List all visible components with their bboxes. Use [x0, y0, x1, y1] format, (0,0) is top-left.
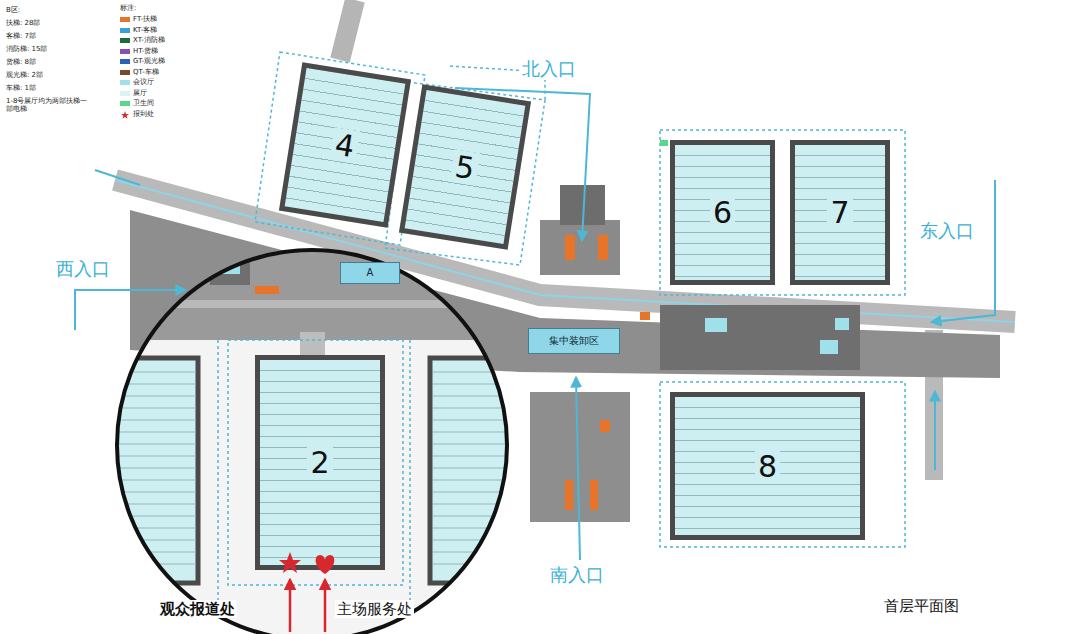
hall-number: 7 [827, 196, 852, 229]
zone-label: A [367, 267, 374, 279]
legend-note: 标注: [120, 4, 136, 12]
legend-text: 报到处 [133, 111, 154, 119]
hall-number: 4 [330, 127, 360, 164]
exhibition-hall: 4 [279, 62, 411, 227]
legend-text: QT-车梯 [133, 69, 159, 77]
legend-swatch [120, 91, 130, 96]
legend-swatch [120, 38, 130, 43]
exhibition-hall: 5 [399, 84, 531, 249]
hall-number: 8 [755, 450, 780, 483]
legend-note: 客梯: 7部 [6, 32, 36, 40]
hall-number: 5 [450, 149, 480, 186]
hall-number: 2 [307, 446, 332, 479]
legend-row: 卫生间 [120, 100, 154, 108]
legend-note: 货梯: 8部 [6, 58, 36, 66]
legend-text: 会议厅 [133, 79, 154, 87]
legend-row: HT-货梯 [120, 48, 158, 56]
zone-label: 集中装卸区 [549, 335, 599, 347]
legend-text: FT-扶梯 [133, 16, 157, 24]
legend-note: 扶梯: 28部 [6, 19, 41, 27]
legend-text: 展厅 [133, 90, 147, 98]
legend-text: HT-货梯 [133, 48, 158, 56]
legend-swatch [120, 28, 130, 33]
legend-text: KT-客梯 [133, 27, 157, 35]
hall-number: 6 [710, 196, 735, 229]
legend-note: 车梯: 1部 [6, 84, 36, 92]
legend-text: GT-观光梯 [133, 58, 165, 66]
legend-note: B区: [6, 6, 20, 14]
legend-row: GT-观光梯 [120, 58, 165, 66]
legend-row: 报到处 [120, 111, 154, 119]
legend-text: XT-消防梯 [133, 37, 165, 45]
entrance-label: 南入口 [548, 564, 606, 586]
plan-caption: 首层平面图 [884, 597, 959, 615]
exhibition-hall: 6 [670, 140, 775, 285]
legend-row: KT-客梯 [120, 27, 157, 35]
legend-swatch [120, 80, 130, 85]
legend-swatch [120, 101, 130, 106]
legend-note: 1-8号展厅均为两部扶梯一部电梯 [6, 97, 88, 114]
exhibition-hall: 7 [790, 140, 890, 285]
zone-box: A [340, 262, 400, 284]
legend-swatch [120, 70, 130, 75]
exhibition-hall: 2 [255, 355, 385, 570]
legend-row: FT-扶梯 [120, 16, 157, 24]
legend-row: QT-车梯 [120, 69, 159, 77]
legend-star [120, 111, 130, 119]
legend-row: 会议厅 [120, 79, 154, 87]
desk-label: 主场服务处 [335, 600, 414, 618]
legend-note: 消防梯: 15部 [6, 45, 48, 53]
legend-note: 观光梯: 2部 [6, 71, 43, 79]
legend-swatch [120, 59, 130, 64]
desk-label: 观众报道处 [158, 600, 237, 618]
zone-box: 集中装卸区 [528, 328, 620, 354]
legend-swatch [120, 17, 130, 22]
legend-text: 卫生间 [133, 100, 154, 108]
legend-row: 展厅 [120, 90, 147, 98]
entrance-label: 北入口 [520, 58, 578, 80]
entrance-label: 东入口 [918, 220, 976, 242]
exhibition-hall: 8 [670, 392, 865, 540]
legend-row: XT-消防梯 [120, 37, 165, 45]
legend-swatch [120, 49, 130, 54]
entrance-label: 西入口 [54, 258, 112, 280]
